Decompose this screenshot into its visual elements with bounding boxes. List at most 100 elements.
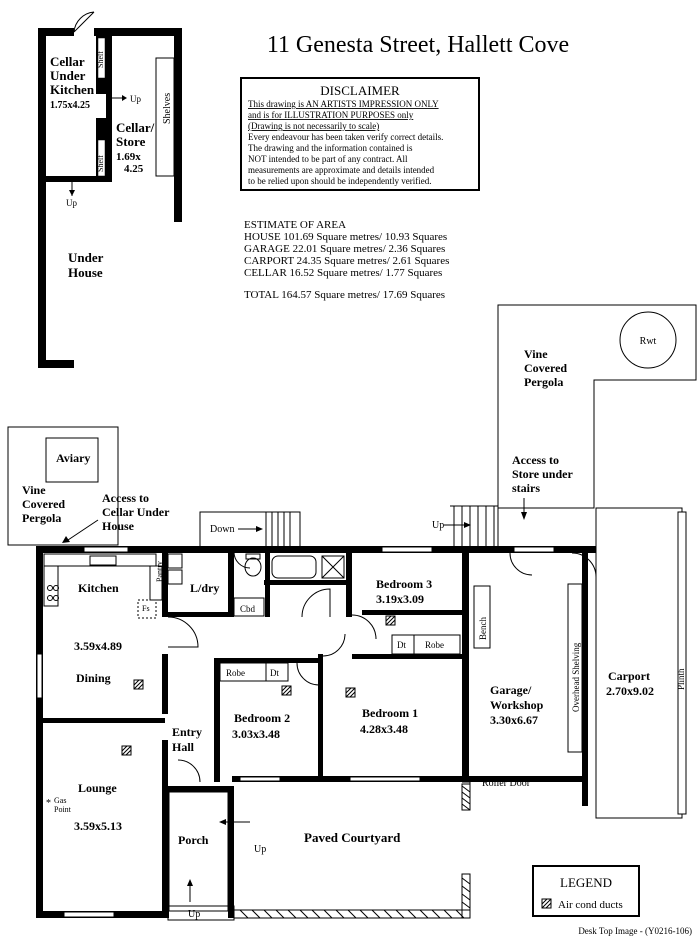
access-cellar-label: Cellar Under [102, 505, 170, 519]
garage-dims: 3.30x6.67 [490, 713, 538, 727]
area-estimate: ESTIMATE OF AREA HOUSE 101.69 Square met… [244, 219, 449, 301]
disclaimer-line: This drawing is AN ARTISTS IMPRESSION ON… [248, 99, 439, 109]
stairs-down: Down [199, 511, 301, 549]
under-house-label: Under [68, 250, 104, 265]
area-line: CARPORT 24.35 Square metres/ 2.61 Square… [244, 255, 449, 267]
garage-label: Garage/ [490, 683, 532, 697]
cellar-store-label: Store [116, 134, 146, 149]
bedroom3-dims: 3.19x3.09 [376, 592, 424, 606]
bedroom2-label: Bedroom 2 [234, 711, 290, 725]
aviary-label: Aviary [56, 451, 90, 465]
paved-courtyard: Paved Courtyard Up Up [167, 781, 471, 921]
pantry-label: Pantry [155, 561, 164, 582]
stairs-up: Up [432, 505, 499, 548]
room-labels: Kitchen Pantry Fs L/dry Cbd 3.59x4.89 Di… [46, 561, 654, 847]
area-total: TOTAL 164.57 Square metres/ 17.69 Square… [244, 289, 445, 301]
bedroom3-label: Bedroom 3 [376, 577, 432, 591]
area-line: HOUSE 101.69 Square metres/ 10.93 Square… [244, 231, 447, 243]
disclaimer-line: (Drawing is not necessarily to scale) [248, 121, 379, 131]
pergola-right: Rwt Vine Covered Pergola Access to Store… [497, 304, 697, 520]
access-cellar-label: Access to [102, 491, 149, 505]
cbd-label: Cbd [240, 604, 256, 614]
vine-pergola-label: Pergola [524, 375, 563, 389]
disclaimer-box: DISCLAIMER This drawing is AN ARTISTS IM… [240, 77, 480, 191]
up-label: Up [432, 520, 444, 531]
gas-point-label: Point [54, 805, 72, 814]
up-label: Up [254, 844, 266, 855]
fs-label: Fs [142, 604, 150, 613]
roller-door-label: Roller Door [482, 778, 531, 789]
cellar-under-kitchen-label: Kitchen [50, 82, 95, 97]
gas-point-label: Gas [54, 796, 66, 805]
down-label: Down [210, 524, 234, 535]
ldry-label: L/dry [190, 581, 219, 595]
access-store-label: Access to [512, 453, 559, 467]
carport: Plinth [595, 507, 687, 819]
page-title: 11 Genesta Street, Hallett Cove [267, 32, 569, 58]
house-walls [36, 546, 596, 918]
bedroom1-label: Bedroom 1 [362, 706, 418, 720]
legend: LEGEND Air cond ducts [532, 865, 640, 917]
cellar-under-kitchen-label: Cellar [50, 54, 85, 69]
plinth-label: Plinth [676, 668, 686, 690]
vine-pergola-label: Pergola [22, 511, 61, 525]
entry-hall-label: Entry [172, 725, 202, 739]
access-cellar-label: House [102, 519, 135, 533]
up-label: Up [130, 94, 141, 104]
disclaimer-line: The drawing and the information containe… [248, 143, 413, 153]
dining-label: Dining [76, 671, 111, 685]
dt-label: Dt [397, 640, 406, 650]
pergola-left: Aviary Vine Covered Pergola Access to Ce… [7, 426, 170, 546]
disclaimer-line: NOT intended to be part of any contract.… [248, 154, 408, 164]
area-line: CELLAR 16.52 Square metres/ 1.77 Squares [244, 267, 442, 279]
paved-courtyard-label: Paved Courtyard [304, 830, 401, 845]
bedroom1-dims: 4.28x3.48 [360, 722, 408, 736]
entry-hall-label: Hall [172, 740, 195, 754]
access-store-label: stairs [512, 481, 540, 495]
robe-label: Robe [425, 640, 444, 650]
cellar-under-kitchen-dims: 1.75x4.25 [50, 100, 90, 111]
gas-star: * [46, 798, 51, 809]
carport-dims: 2.70x9.02 [606, 684, 654, 698]
access-store-label: Store under [512, 467, 573, 481]
vine-pergola-label: Vine [524, 347, 548, 361]
bench-label: Bench [478, 617, 488, 640]
legend-item: Air cond ducts [558, 899, 623, 911]
shelf-label: Shelf [96, 155, 105, 172]
kitchen-label: Kitchen [78, 581, 119, 595]
disclaimer-heading: DISCLAIMER [320, 83, 400, 98]
disclaimer-line: and is for ILLUSTRATION PURPOSES only [248, 110, 414, 120]
dt-label: Dt [270, 668, 279, 678]
disclaimer-line: to be relied upon should be independentl… [248, 176, 431, 186]
under-house-label: House [68, 265, 103, 280]
porch-label: Porch [178, 833, 209, 847]
cellar-store-dims: 1.69x [116, 151, 141, 163]
bedroom2-dims: 3.03x3.48 [232, 727, 280, 741]
disclaimer-line: Every endeavour has been taken verify co… [248, 132, 443, 142]
overhead-shelving-label: Overhead Shelving [571, 642, 581, 712]
cellar-store-label: Cellar/ [116, 120, 155, 135]
cellar-plan: Shelf Shelf Shelves Cellar Under Kitchen… [38, 11, 182, 368]
up-label: Up [188, 909, 200, 920]
legend-heading: LEGEND [560, 875, 612, 890]
rwt-label: Rwt [640, 336, 657, 347]
up-label: Up [66, 198, 77, 208]
disclaimer-line: measurements are approximate and details… [248, 165, 435, 175]
lounge-dims: 3.59x5.13 [74, 819, 122, 833]
footer-text: Desk Top Image - (Y0216-106) [578, 926, 692, 936]
robe-label: Robe [226, 668, 245, 678]
cellar-store-dims: 4.25 [124, 163, 144, 175]
kitchen-dims: 3.59x4.89 [74, 639, 122, 653]
shelves-label: Shelves [162, 93, 173, 124]
interior-details [43, 551, 597, 912]
area-line: GARAGE 22.01 Square metres/ 2.36 Squares [244, 243, 445, 255]
vine-pergola-label: Covered [22, 497, 65, 511]
lounge-label: Lounge [78, 781, 117, 795]
shelf-label: Shelf [96, 51, 105, 68]
vine-pergola-label: Vine [22, 483, 46, 497]
cellar-under-kitchen-label: Under [50, 68, 86, 83]
area-heading: ESTIMATE OF AREA [244, 219, 346, 231]
air-duct-markers [121, 615, 396, 756]
garage-label: Workshop [490, 698, 544, 712]
